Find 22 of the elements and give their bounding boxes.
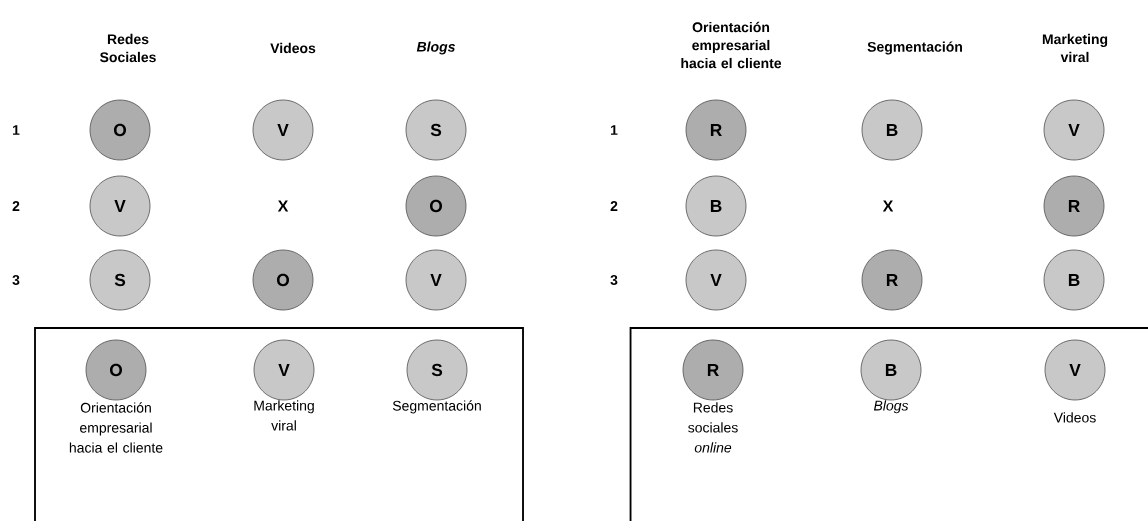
node-label: Blogs: [873, 400, 909, 414]
row-number: 2: [12, 201, 20, 211]
node-label: Videos: [1053, 412, 1096, 423]
column-header: Orientación empresarial hacia el cliente: [681, 21, 782, 69]
row-number: 1: [13, 125, 20, 135]
legend-frame: [34, 327, 524, 521]
cross-mark: X: [882, 200, 894, 212]
row-number: 3: [12, 275, 20, 285]
node-label: Marketing viral: [254, 400, 314, 431]
row-number: 2: [610, 201, 618, 211]
node-label: Redes sociales online: [688, 402, 738, 453]
column-header: Blogs: [416, 41, 455, 55]
node-label: Orientación empresarial hacia el cliente: [69, 402, 163, 453]
node-label: Segmentación: [392, 400, 481, 414]
column-header: Segmentación: [867, 41, 962, 55]
legend-frame: [629, 327, 1148, 521]
row-number: 3: [610, 275, 618, 285]
row-number: 1: [611, 125, 618, 135]
column-header: Marketing viral: [1042, 33, 1108, 63]
column-header: Redes Sociales: [100, 33, 156, 63]
cross-mark: X: [277, 200, 289, 212]
column-header: Videos: [270, 42, 316, 54]
